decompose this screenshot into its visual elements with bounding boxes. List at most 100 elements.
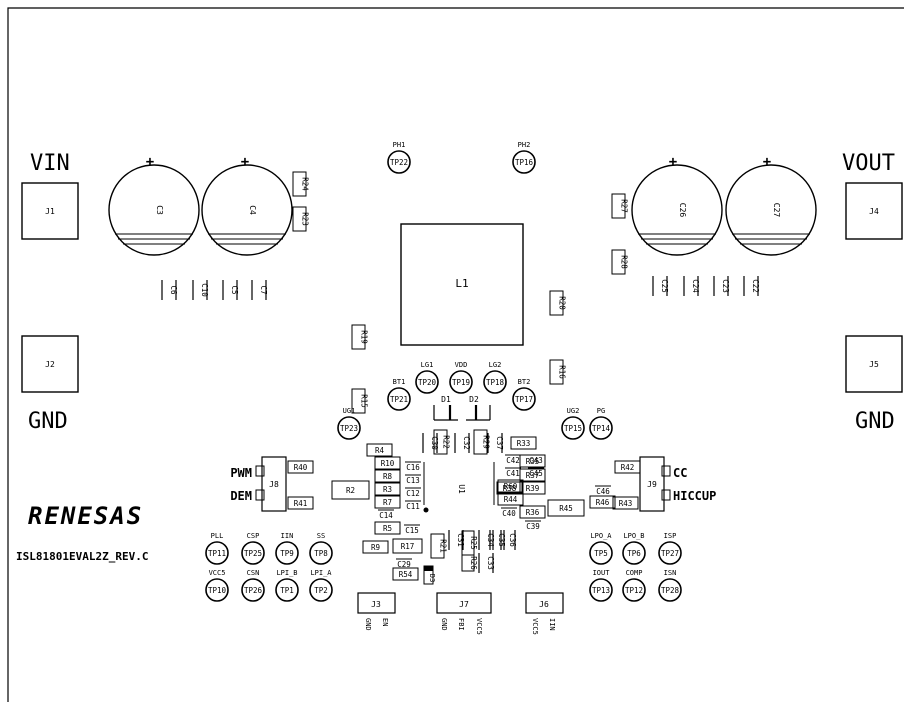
svg-text:D1: D1: [441, 395, 451, 404]
resistor-r54: [392, 567, 419, 581]
j7-pin-vcc5: VCC5: [475, 618, 483, 635]
resistor-r35-label: R35: [526, 457, 540, 466]
test-point-signal-label: IOUT: [593, 569, 611, 577]
vout-label: VOUT: [842, 151, 895, 176]
svg-text:J5: J5: [869, 360, 879, 369]
test-point-signal-label: BT2: [518, 378, 531, 386]
test-point-id-label: TP21: [390, 395, 408, 404]
connector-j1[interactable]: J1: [21, 182, 79, 240]
test-point-id-label: TP2: [314, 586, 328, 595]
test-point-signal-label: LPI_A: [310, 569, 332, 577]
resistor-r46: [589, 495, 616, 509]
test-point-signal-label: PLL: [211, 532, 224, 540]
test-point-signal-label: LG2: [489, 361, 502, 369]
svg-text:+: +: [146, 154, 154, 170]
test-point-signal-label: IIN: [281, 532, 294, 540]
test-point-id-label: TP8: [314, 549, 328, 558]
resistor-r45: [547, 499, 585, 517]
test-point-id-label: TP27: [661, 549, 679, 558]
resistor-r24: [292, 171, 307, 197]
resistor-r39-label: R39: [526, 484, 540, 493]
resistor-r10-label: R10: [381, 459, 395, 468]
j7-pin-gnd: GND: [440, 618, 448, 631]
connector-j5[interactable]: J5: [845, 335, 903, 393]
test-point-tp27[interactable]: ISP TP27: [658, 532, 682, 565]
header-j3[interactable]: J3: [357, 592, 396, 614]
resistor-r15-label: R15: [360, 394, 369, 408]
electrolytic-cap-c3: + C3: [108, 154, 200, 256]
j6-pin-iin: IIN: [548, 618, 556, 631]
svg-text:J4: J4: [869, 207, 879, 216]
capacitor-c13-label: C13: [406, 476, 420, 485]
connector-j2[interactable]: J2: [21, 335, 79, 393]
ic-pin1-dot: [423, 507, 429, 513]
test-point-signal-label: CSP: [247, 532, 260, 540]
capacitor-c29-label: C29: [397, 560, 411, 569]
resistor-r8-label: R8: [383, 472, 393, 481]
resistor-r24-label: R24: [301, 177, 310, 191]
test-point-signal-label: COMP: [626, 569, 643, 577]
resistor-r42-label: R42: [621, 463, 635, 472]
resistor-r39: [519, 481, 546, 495]
electrolytic-cap-c27: + C27: [725, 154, 817, 256]
test-point-id-label: TP25: [244, 549, 262, 558]
capacitor-c42-label: C42: [506, 456, 520, 465]
svg-text:L1: L1: [455, 277, 468, 290]
capacitor-c14-label: C14: [379, 511, 393, 520]
jumper-j9[interactable]: J9: [639, 456, 671, 512]
diode-d3: D3: [423, 565, 436, 585]
test-point-tp2[interactable]: LPI_A TP2: [309, 569, 333, 602]
test-point-id-label: TP17: [515, 395, 533, 404]
capacitor-c36-label: C36: [508, 533, 517, 547]
pwm-label: PWM: [230, 466, 252, 480]
resistor-r38: [496, 481, 523, 495]
resistor-r43: [612, 496, 639, 510]
test-point-id-label: TP23: [340, 424, 358, 433]
svg-text:J3: J3: [371, 600, 381, 609]
jumper-j8[interactable]: J8: [255, 456, 287, 512]
test-point-signal-label: LG1: [421, 361, 434, 369]
resistor-r38-label: R38: [503, 484, 517, 493]
resistor-r10: [374, 456, 401, 470]
test-point-signal-label: PH2: [518, 141, 531, 149]
header-j6[interactable]: J6: [525, 592, 564, 614]
resistor-r16-label: R16: [558, 365, 567, 379]
test-point-tp25[interactable]: CSP TP25: [241, 532, 265, 565]
capacitor-c7-label: C7: [259, 285, 268, 294]
vin-label: VIN: [30, 151, 70, 176]
resistor-r27-label: R27: [620, 199, 629, 213]
j3-pin-en: EN: [381, 618, 389, 626]
connector-j4[interactable]: J4: [845, 182, 903, 240]
resistor-r41: [287, 496, 314, 510]
header-j7[interactable]: J7: [436, 592, 492, 614]
svg-text:+: +: [763, 154, 771, 170]
svg-text:D2: D2: [469, 395, 479, 404]
capacitor-c16-label: C16: [406, 463, 420, 472]
j7-pin-fbi: FBI: [457, 618, 465, 631]
test-point-signal-label: LPI_B: [276, 569, 297, 577]
test-point-signal-label: ISP: [664, 532, 677, 540]
